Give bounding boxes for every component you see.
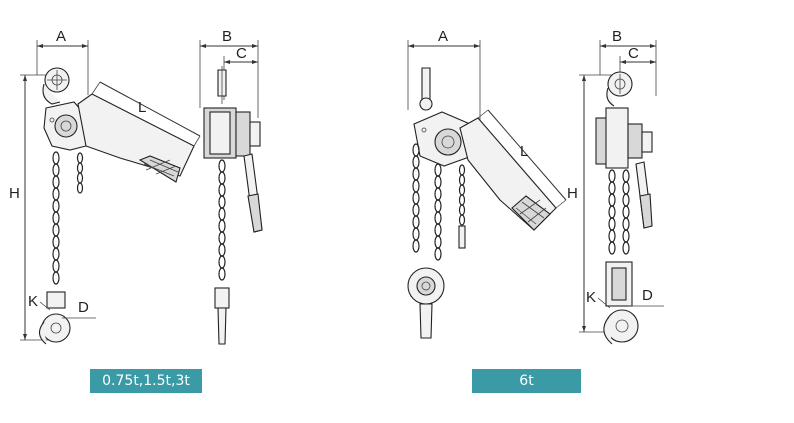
dimension-label-c: C xyxy=(236,45,247,62)
capacity-caption-right: 6t xyxy=(472,369,581,393)
hoist-front-view-small: A H L xyxy=(9,28,201,345)
dimension-label-d: D xyxy=(78,299,89,316)
hoist-side-view-small: B C xyxy=(199,28,263,345)
hoist-side-view-large: B C H xyxy=(567,28,664,345)
dimension-label-h-large: H xyxy=(567,185,578,202)
dimension-label-b-large: B xyxy=(612,28,622,45)
dimension-label-k-large: K xyxy=(586,289,596,306)
dimension-label-c-large: C xyxy=(628,45,639,62)
dimension-label-d-large: D xyxy=(642,287,653,304)
dimension-label-k: K xyxy=(28,293,38,310)
hoist-front-view-large: A L xyxy=(407,28,567,339)
dimension-label-h: H xyxy=(9,185,20,202)
dimension-label-a: A xyxy=(56,28,66,45)
dimension-label-l: L xyxy=(138,99,146,116)
capacity-caption-left: 0.75t,1.5t,3t xyxy=(90,369,202,393)
dimension-label-l-large: L xyxy=(520,143,528,160)
dimension-label-b: B xyxy=(222,28,232,45)
dimension-label-a-large: A xyxy=(438,28,448,45)
